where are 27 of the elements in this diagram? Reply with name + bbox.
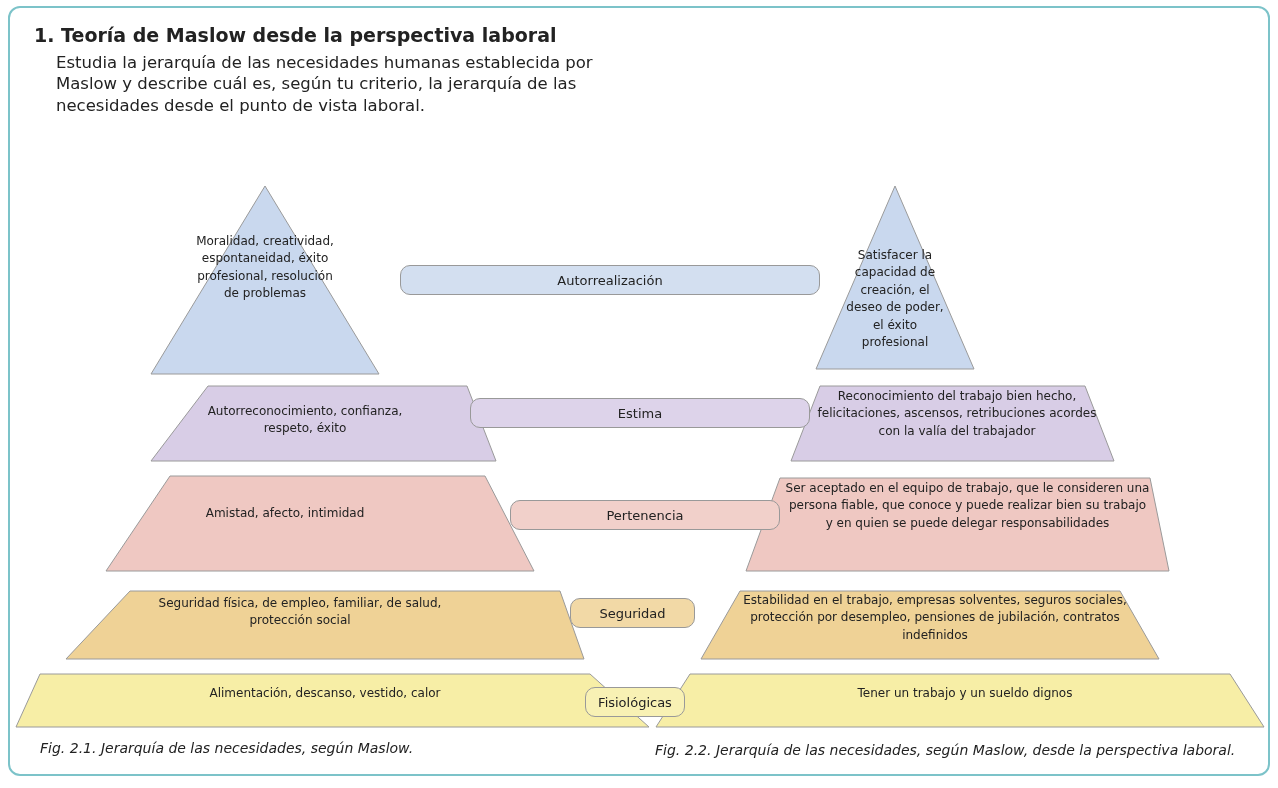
level-label: Pertenencia: [510, 500, 780, 530]
level-text: Amistad, afecto, intimidad: [204, 505, 366, 522]
level-text: Ser aceptado en el equipo de trabajo, que le consideren una persona fiable, que conoce y puede realizar bien su trabajo y en quien se puede delegar responsabilidades: [785, 480, 1150, 532]
figure-caption: Fig. 2.2. Jerarquía de las necesidades, según Maslow, desde la perspectiva laboral.: [655, 741, 1237, 760]
level-text: Tener un trabajo y un sueldo dignos: [856, 685, 1074, 702]
instruction-text: Estudia la jerarquía de las necesidades humanas establecida por Maslow y describe cuál es, según tu criterio, la jerarquía de las necesidades desde el punto de vista laboral.: [56, 52, 594, 117]
figure-caption: Fig. 2.1. Jerarquía de las necesidades, según Maslow.: [40, 740, 415, 756]
level-text: Moralidad, creatividad, espontaneidad, éxito profesional, resolución de problemas: [196, 233, 334, 303]
level-text: Estabilidad en el trabajo, empresas solventes, seguros sociales, protección por desempleo, pensiones de jubilación, contratos indefinidos: [742, 592, 1128, 644]
level-text: Reconocimiento del trabajo bien hecho, felicitaciones, ascensos, retribuciones acordes con la valía del trabajador: [816, 388, 1098, 440]
level-text: Autorreconocimiento, confianza, respeto, éxito: [206, 403, 404, 438]
pyramid-level: [105, 475, 535, 572]
pyramid-top: [150, 185, 380, 375]
level-label: Seguridad: [570, 598, 695, 628]
level-label: Fisiológicas: [585, 687, 685, 717]
level-text: Alimentación, descanso, vestido, calor: [208, 685, 442, 702]
pyramid-top: [815, 185, 975, 370]
level-label: Autorrealización: [400, 265, 820, 295]
exercise-title: 1. Teoría de Maslow desde la perspectiva laboral: [34, 24, 557, 46]
pyramid-level: [150, 385, 497, 462]
pyramid-level: [745, 477, 1170, 572]
level-label: Estima: [470, 398, 810, 428]
level-text: Satisfacer la capacidad de creación, el deseo de poder, el éxito profesional: [845, 247, 945, 351]
pyramid-level: [700, 590, 1160, 660]
pyramid-level: [790, 385, 1115, 462]
level-text: Seguridad física, de empleo, familiar, de salud, protección social: [157, 595, 443, 630]
pyramid-level: [65, 590, 585, 660]
